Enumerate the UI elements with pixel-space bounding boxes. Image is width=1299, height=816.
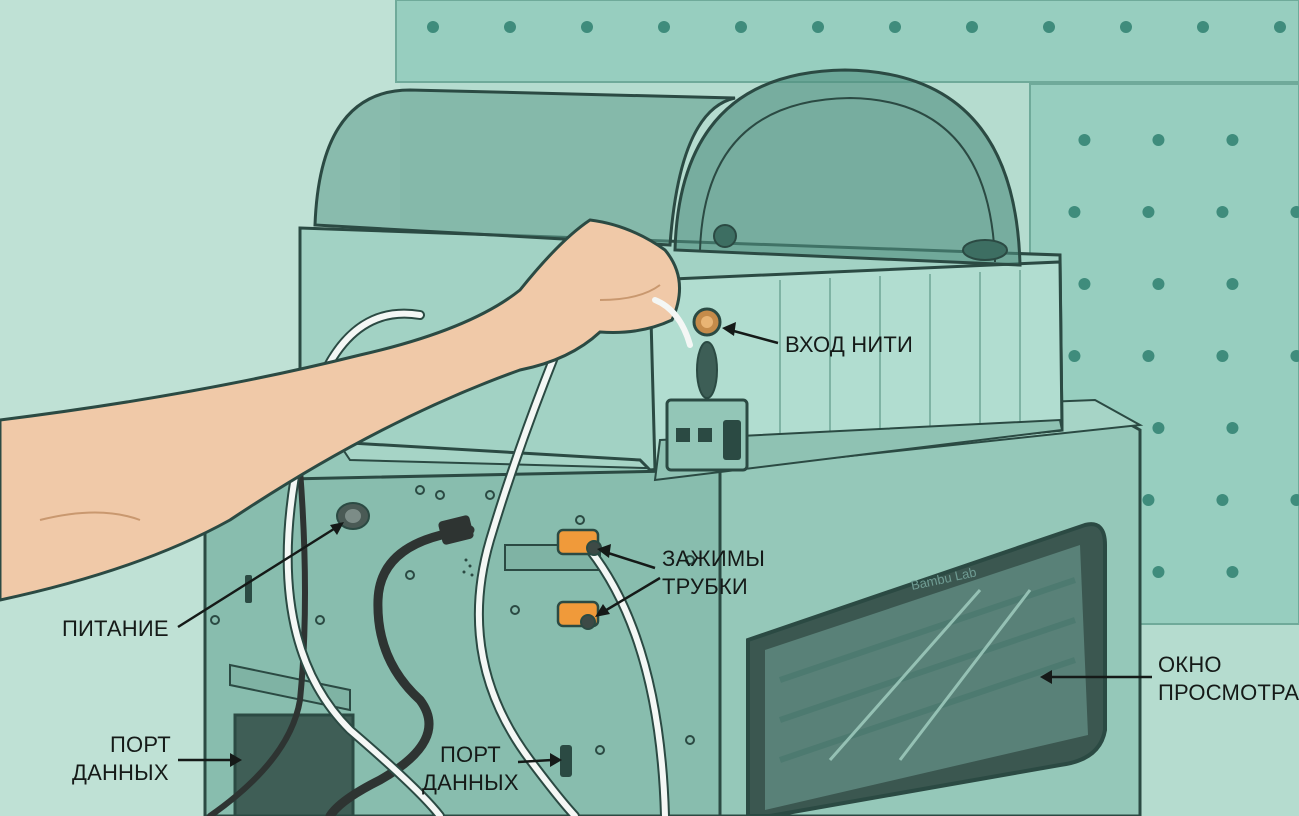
data-cable-left [207,467,308,816]
user-hand [0,218,693,602]
peg-hole [1142,206,1155,218]
peg-hole [1068,350,1081,362]
peg-hole [889,21,901,33]
peg-hole [1216,494,1229,506]
label-data-port-center-2: ДАННЫХ [422,770,519,795]
peg-hole [427,21,439,33]
peg-hole [1197,21,1209,33]
tube-clamps [556,528,602,630]
peg-hole [1226,566,1239,578]
peg-hole [812,21,824,33]
peg-hole [735,21,747,33]
data-port-center [560,745,572,777]
label-data-port-left-1: ПОРТ [110,732,171,757]
label-data-port-center-1: ПОРТ [440,742,501,767]
viewing-window: Bambu Lab [746,522,1107,816]
peg-hole [1152,278,1165,290]
peg-hole [966,21,978,33]
peg-hole [581,21,593,33]
label-viewing-window-1: ОКНО [1158,652,1222,677]
label-viewing-window-2: ПРОСМОТРА [1158,680,1299,705]
data-port-left [233,713,355,816]
peg-hole [1152,422,1165,434]
peg-hole [1216,206,1229,218]
label-tube-clamps-1: ЗАЖИМЫ [662,546,765,571]
peg-hole [1152,566,1165,578]
peg-hole [1152,134,1165,146]
peg-hole [1290,350,1299,362]
peg-hole [658,21,670,33]
label-filament-inlet: ВХОД НИТИ [785,332,913,357]
label-data-port-left-2: ДАННЫХ [72,760,169,785]
peg-hole [1274,21,1286,33]
label-tube-clamps-2: ТРУБКИ [662,574,748,599]
peg-hole [1120,21,1132,33]
peg-hole [1290,206,1299,218]
peg-hole [1142,350,1155,362]
peg-hole [1226,422,1239,434]
peg-hole [1043,21,1055,33]
peg-hole [1068,206,1081,218]
peg-hole [1078,278,1091,290]
peg-hole [1290,494,1299,506]
peg-hole [1078,134,1091,146]
peg-hole [1142,494,1155,506]
peg-hole [1226,278,1239,290]
power-plug [438,515,474,545]
peg-hole [1216,350,1229,362]
label-power: ПИТАНИЕ [62,616,169,641]
power-cable [325,525,475,816]
ams-unit [298,68,1064,482]
leader-arrows [177,322,1152,767]
peg-hole [504,21,516,33]
pegboard [395,0,1299,625]
peg-hole [1226,134,1239,146]
